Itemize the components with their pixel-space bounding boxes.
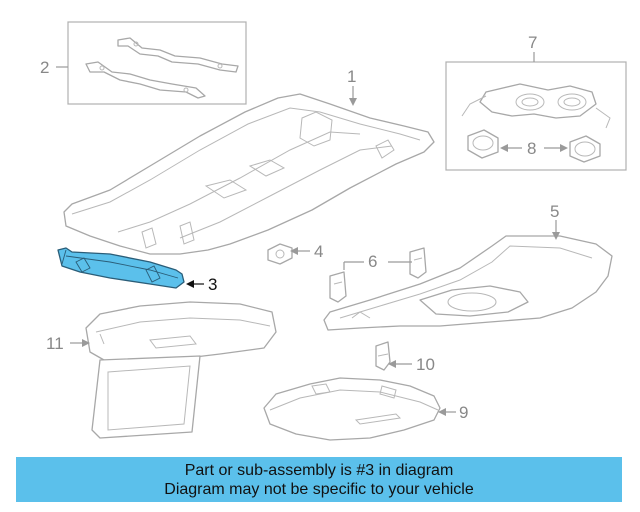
callout-1: 1 xyxy=(347,67,356,86)
callout-9: 9 xyxy=(459,403,468,422)
part-3-trim-panel xyxy=(57,247,185,289)
callout-8: 8 xyxy=(527,139,536,158)
part-2-brackets xyxy=(67,21,247,105)
info-banner: Part or sub-assembly is #3 in diagram Di… xyxy=(16,457,622,502)
callout-2: 2 xyxy=(40,58,49,77)
part-10-connector xyxy=(375,341,391,371)
callout-11: 11 xyxy=(46,334,64,353)
part-4-clip xyxy=(267,243,293,265)
callout-6: 6 xyxy=(368,252,377,271)
part-6-brackets xyxy=(329,247,427,303)
banner-line-1: Part or sub-assembly is #3 in diagram xyxy=(184,462,454,479)
callout-7: 7 xyxy=(528,33,537,52)
part-9-console-box xyxy=(263,377,441,441)
banner-line-2: Diagram may not be specific to your vehi… xyxy=(164,481,474,498)
callout-4: 4 xyxy=(314,242,323,261)
callout-3: 3 xyxy=(208,275,217,294)
part-11-video-screen xyxy=(85,301,277,439)
callout-10: 10 xyxy=(416,355,435,374)
callout-5: 5 xyxy=(550,202,559,221)
part-5-console-panel xyxy=(323,235,613,331)
part-1-overhead-panel xyxy=(63,93,435,255)
part-7-lamp-assembly xyxy=(445,61,627,171)
